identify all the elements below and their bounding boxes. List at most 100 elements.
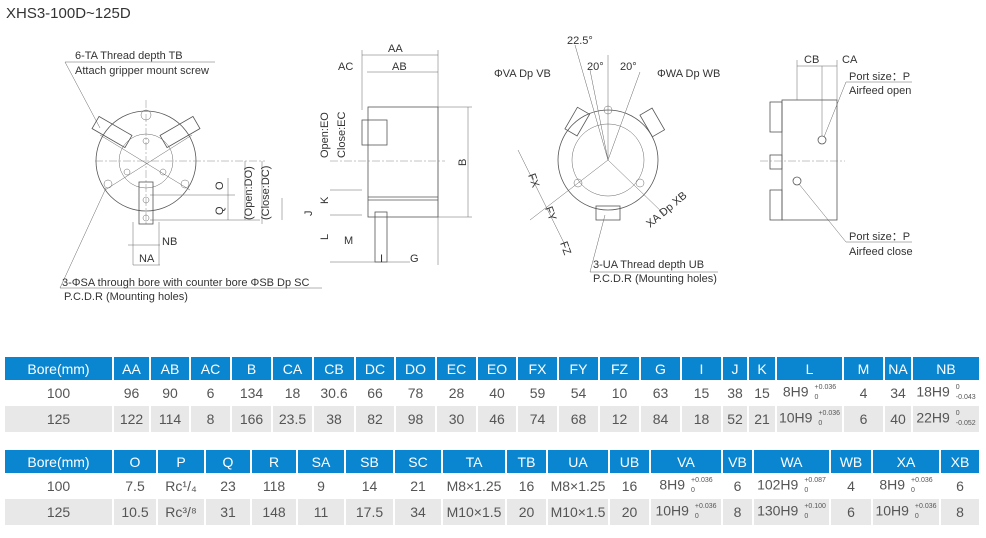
dim-ab: AB: [392, 61, 407, 73]
table-cell: 21: [394, 473, 443, 499]
table-cell: 16: [609, 473, 651, 499]
front-view: 6-TA Thread depth TB Attach gripper moun…: [59, 50, 322, 303]
tolerance: 0-0.043: [956, 383, 976, 403]
table-cell: 98: [395, 406, 437, 432]
cell-value: 8H9: [659, 476, 686, 493]
column-header: Bore(mm): [5, 357, 114, 380]
table-cell: 17.5: [345, 499, 395, 525]
tolerance-upper: +0.036: [814, 384, 837, 391]
cell-value: 8H9: [879, 476, 906, 493]
label-ua: 3-UA Thread depth UB: [593, 259, 704, 271]
table-cell: 30: [436, 406, 478, 432]
tolerance: 0-0.052: [956, 409, 976, 429]
column-header: R: [251, 450, 298, 473]
dim-g: G: [410, 253, 419, 265]
table-cell: 12: [599, 406, 641, 432]
table-cell: 23.5: [272, 406, 314, 432]
dim-fz: FZ: [557, 240, 573, 257]
table-cell: Rc³/⁸: [157, 499, 206, 525]
port-close-label: Airfeed close: [849, 246, 913, 258]
table-cell: 18: [272, 380, 314, 406]
table-cell: 68: [558, 406, 600, 432]
table-cell: 90: [150, 380, 191, 406]
column-header: DC: [355, 357, 396, 380]
dim-i: I: [380, 253, 383, 265]
table-cell: 20: [609, 499, 651, 525]
table-cell: 6: [843, 406, 885, 432]
column-header: NA: [884, 357, 913, 380]
tolerance-lower: 0: [911, 487, 915, 494]
column-header: UA: [547, 450, 610, 473]
dim-l: L: [319, 234, 331, 240]
tolerance-lower: 0: [694, 513, 699, 520]
tolerance-upper: 0: [955, 410, 960, 417]
dim-b: B: [457, 159, 469, 166]
tolerance-lower: 0: [691, 487, 695, 494]
back-view: 22.5° 20° 20° ΦVA Dp VB ΦWA Dp WB XA Dp …: [494, 35, 720, 285]
dim-na: NA: [139, 253, 155, 265]
dim-close-dc: (Close:DC): [260, 166, 272, 220]
table-cell: 23: [205, 473, 252, 499]
table-cell: 96: [113, 380, 151, 406]
cell-value: 18H9: [916, 383, 950, 400]
table-cell: 82: [355, 406, 396, 432]
column-header: Bore(mm): [5, 450, 114, 473]
label-attach-screw: Attach gripper mount screw: [75, 65, 209, 77]
table-cell: 18H9 0-0.043: [912, 380, 981, 406]
table-cell: 134: [231, 380, 273, 406]
table-cell: 14: [345, 473, 395, 499]
column-header: AB: [150, 357, 191, 380]
column-header: WA: [753, 450, 831, 473]
page-title: XHS3-100D~125D: [6, 5, 131, 22]
column-header: TA: [442, 450, 507, 473]
table-cell: 54: [558, 380, 600, 406]
cell-value: 10H9: [778, 409, 813, 426]
table-cell: 8: [190, 406, 232, 432]
table-cell: 9: [297, 473, 346, 499]
column-header: SA: [297, 450, 346, 473]
table-cell: 84: [640, 406, 682, 432]
tolerance-lower: 0: [914, 513, 919, 520]
dim-ca: CA: [842, 54, 858, 66]
table-cell: 4: [830, 473, 873, 499]
tolerance-upper: +0.036: [818, 410, 841, 417]
tolerance-upper: +0.100: [804, 503, 826, 510]
table-cell: 4: [843, 380, 885, 406]
table-cell: 100: [5, 380, 114, 406]
port-view: CB CA Port size：P Airfeed open Port size…: [760, 54, 913, 258]
table-cell: 52: [722, 406, 749, 432]
column-header: WB: [830, 450, 873, 473]
table-cell: 40: [884, 406, 913, 432]
table-cell: 11: [297, 499, 346, 525]
table-cell: 10: [599, 380, 641, 406]
dim-close-ec: Close:EC: [336, 111, 348, 158]
port-open-label: Airfeed open: [849, 85, 911, 97]
column-header: P: [157, 450, 206, 473]
label-thread-ta: 6-TA Thread depth TB: [75, 50, 183, 62]
column-header: K: [748, 357, 777, 380]
label-pcd-front: P.C.D.R (Mounting holes): [64, 291, 188, 303]
tolerance-upper: +0.087: [804, 477, 826, 484]
table-cell: 15: [681, 380, 723, 406]
table-cell: M10×1.5: [442, 499, 507, 525]
column-header: B: [231, 357, 273, 380]
table-cell: 6: [190, 380, 232, 406]
table-cell: 148: [251, 499, 298, 525]
tolerance-lower: 0: [814, 394, 819, 401]
table-cell: 38: [722, 380, 749, 406]
tolerance-upper: +0.036: [914, 503, 937, 510]
column-header: Q: [205, 450, 252, 473]
table-cell: 125: [5, 499, 114, 525]
table-cell: 166: [231, 406, 273, 432]
column-header: XA: [872, 450, 941, 473]
table-cell: 63: [640, 380, 682, 406]
